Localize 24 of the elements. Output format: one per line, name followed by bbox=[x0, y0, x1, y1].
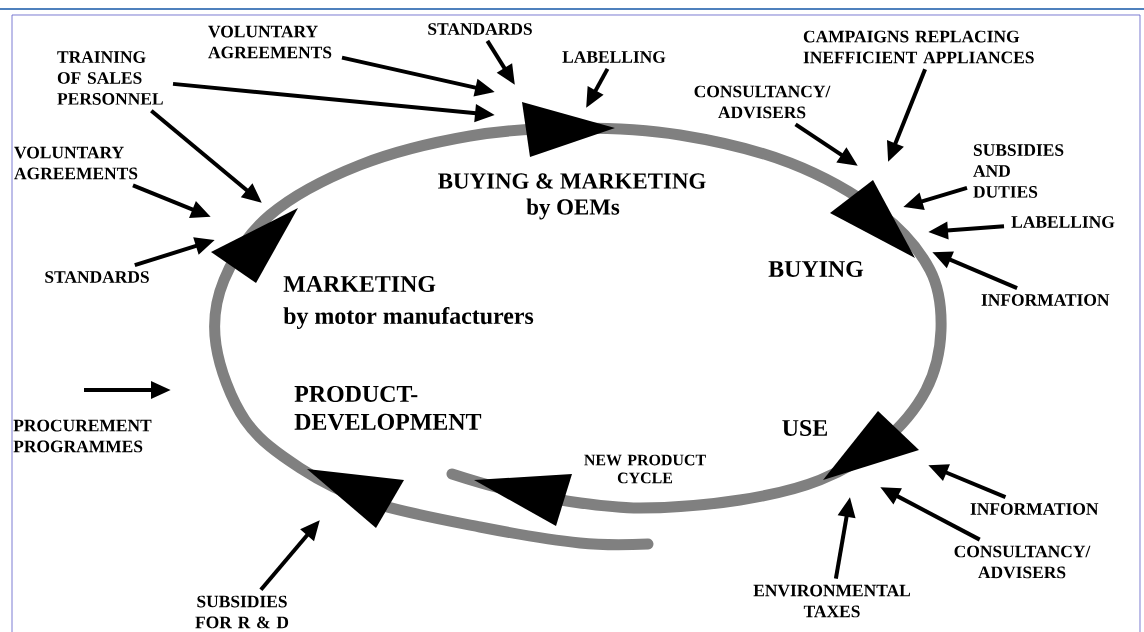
instrument-label: CAMPAIGNS REPLACING INEFFICIENT APPLIANCES bbox=[803, 30, 1034, 64]
stage-label: MARKETING bbox=[283, 275, 436, 293]
instrument-label: TRAINING OF SALES PERSONNEL bbox=[57, 51, 163, 105]
instrument-label: SUBSIDIES FOR R & D bbox=[195, 595, 289, 629]
instrument-label: STANDARDS bbox=[428, 23, 532, 35]
instrument-label: CONSULTANCY/ ADVISERS bbox=[954, 545, 1091, 579]
stage-label: USE bbox=[782, 419, 827, 437]
instrument-label: CONSULTANCY/ ADVISERS bbox=[694, 85, 831, 119]
instrument-label: VOLUNTARY AGREEMENTS bbox=[208, 25, 332, 59]
stage-label: NEW PRODUCT CYCLE bbox=[584, 454, 706, 484]
stage-label: BUYING bbox=[768, 260, 864, 278]
instrument-label: INFORMATION bbox=[970, 503, 1099, 515]
instrument-label: SUBSIDIES AND DUTIES bbox=[973, 144, 1064, 198]
legend-text: PROCUREMENT PROGRAMMES bbox=[13, 419, 152, 453]
instrument-label: ENVIRONMENTAL TAXES bbox=[753, 584, 911, 618]
stage-label: PRODUCT-DEVELOPMENT bbox=[294, 385, 482, 431]
instrument-label: VOLUNTARY AGREEMENTS bbox=[14, 146, 138, 180]
stage-label: by OEMs bbox=[526, 198, 620, 220]
instrument-label: STANDARDS bbox=[45, 271, 149, 283]
stage-label: by motor manufacturers bbox=[283, 307, 534, 329]
instrument-label: INFORMATION bbox=[981, 294, 1110, 306]
stage-label: BUYING & MARKETING bbox=[438, 173, 706, 189]
instrument-label: LABELLING bbox=[562, 51, 666, 63]
instrument-label: LABELLING bbox=[1011, 216, 1115, 228]
